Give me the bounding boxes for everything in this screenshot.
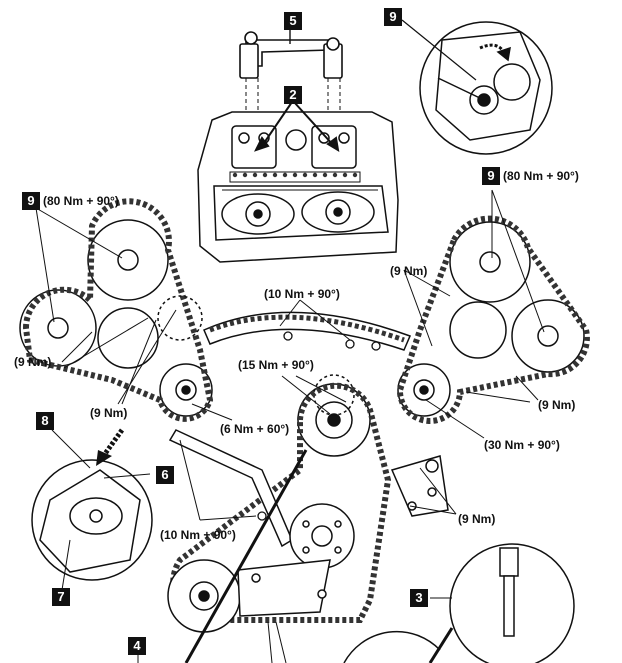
- left-9nm-a: (9 Nm): [14, 355, 52, 369]
- right-camshaft-torque: (80 Nm + 90°): [503, 169, 579, 183]
- right-bank-sprockets: [397, 221, 585, 417]
- tool-detail-circle: [428, 543, 575, 663]
- right-idler-torque: (30 Nm + 90°): [484, 438, 560, 452]
- upper-chain-guide: [203, 311, 412, 351]
- callout-4-leader: [184, 449, 308, 663]
- right-9nm-lower: (9 Nm): [458, 512, 496, 526]
- left-camshaft-torque: (80 Nm + 90°): [43, 194, 119, 208]
- leader-lines: [35, 189, 545, 663]
- callout-9-left: 9: [22, 192, 40, 210]
- tensioner-detail-circle: [31, 459, 153, 581]
- upper-guide-torque: (10 Nm + 90°): [264, 287, 340, 301]
- callout-5: 5: [284, 12, 302, 30]
- callout-8: 8: [36, 412, 54, 430]
- callout-2: 2: [284, 86, 302, 104]
- camshaft-locking-tool: [239, 30, 343, 128]
- central-idler: [157, 295, 371, 457]
- left-lower-guide: [168, 429, 293, 548]
- head-arrows: [254, 101, 340, 152]
- right-bank-chain: [396, 215, 590, 424]
- camshaft-detail-circle: [401, 19, 553, 155]
- callout-3: 3: [410, 589, 428, 607]
- left-9nm-b: (9 Nm): [90, 406, 128, 420]
- cylinder-head-detail: [197, 111, 399, 263]
- right-9nm-mid: (9 Nm): [538, 398, 576, 412]
- left-bank-chain: [22, 198, 214, 422]
- left-idler-torque: (6 Nm + 60°): [220, 422, 290, 436]
- left-camshaft-torque-label: 9 (80 Nm + 90°): [22, 192, 119, 210]
- bottom-circle-partial: [343, 630, 441, 663]
- callout-6: 6: [156, 466, 174, 484]
- callout-9-top: 9: [384, 8, 402, 26]
- idler-center-torque: (15 Nm + 90°): [238, 358, 314, 372]
- lower-guide-torque: (10 Nm + 90°): [160, 528, 236, 542]
- crankshaft-sprocket: [289, 503, 355, 569]
- left-bank-sprockets: [19, 219, 213, 417]
- callout-9-right: 9: [482, 167, 500, 185]
- right-camshaft-torque-label: 9 (80 Nm + 90°): [482, 167, 579, 185]
- detail-arrow: [99, 428, 125, 460]
- right-tensioner: [390, 455, 449, 517]
- right-9nm-top: (9 Nm): [390, 264, 428, 278]
- upper-guide-bolts: [283, 331, 381, 351]
- callout-4: 4: [128, 637, 146, 655]
- callout-7: 7: [52, 588, 70, 606]
- oil-pump-sprocket: [167, 559, 331, 633]
